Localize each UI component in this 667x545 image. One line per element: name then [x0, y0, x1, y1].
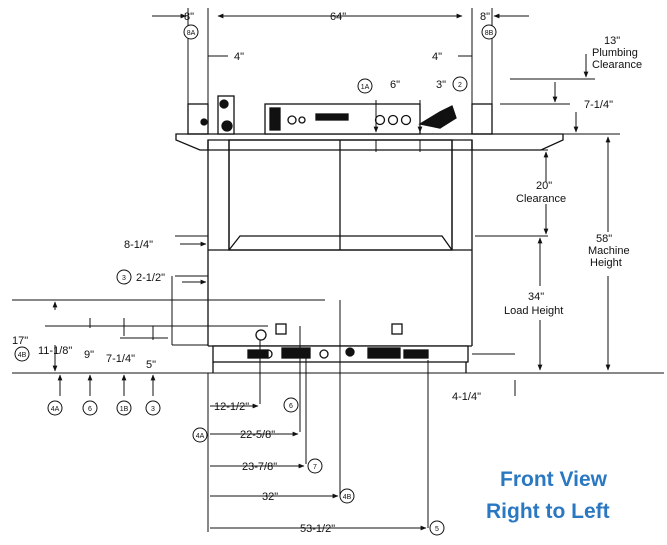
title-line-2: Right to Left [486, 500, 610, 523]
dim-machine-label-2: Height [590, 257, 622, 269]
dim-7-1-4: 7-1/4" [106, 353, 135, 365]
dim-1a: 6" [390, 79, 400, 91]
callout-6-bottom: 6 [289, 403, 293, 410]
callout-4a-bottom: 4A [196, 433, 205, 440]
dim-17: 17" [12, 335, 28, 347]
dim-clearance-label: Clearance [516, 193, 566, 205]
dim-plumbing-value: 13" [604, 35, 620, 47]
callout-1b: 1B [120, 406, 129, 413]
dim-plumbing-label-2: Clearance [592, 59, 642, 71]
callout-8a: 8A [187, 30, 196, 37]
callouts [14, 24, 497, 536]
dim-2: 3" [436, 79, 446, 91]
dim-foot: 4-1/4" [452, 391, 481, 403]
dim-hood: 7-1/4" [584, 99, 613, 111]
dim-53-1-2: 53-1/2" [300, 523, 335, 535]
dim-right-clearance: 8" [480, 11, 490, 23]
callout-4b-left: 4B [18, 352, 27, 359]
dim-2-1-2: 2-1/2" [136, 272, 165, 284]
title-line-1: Front View [500, 468, 608, 491]
dim-machine-value: 58" [596, 233, 612, 245]
dim-load-value: 34" [528, 291, 544, 303]
dim-23-7-8: 23-7/8" [242, 461, 277, 473]
machine-outline [175, 95, 564, 373]
callout-4b-bottom: 4B [343, 494, 352, 501]
dim-machine-label-1: Machine [588, 245, 630, 257]
dim-11-1-8: 11-1/8" [38, 345, 72, 357]
dim-5: 5" [146, 359, 156, 371]
dim-22-5-8: 22-5/8" [240, 429, 275, 441]
callout-1a: 1A [361, 84, 370, 91]
dim-8-1-4: 8-1/4" [124, 239, 153, 251]
dim-plumbing-label-1: Plumbing [592, 47, 638, 59]
dim-width: 64" [330, 11, 346, 23]
callout-3-upper: 3 [122, 275, 126, 282]
callout-8b: 8B [485, 30, 494, 37]
dim-clearance-value: 20" [536, 180, 552, 192]
callout-4a-left: 4A [51, 406, 60, 413]
callout-2: 2 [458, 82, 462, 89]
callout-labels: 8A 8B 1A 2 3 4B 4A 6 1B 3 6 4A 7 4B 5 [18, 30, 494, 533]
callout-6-left: 6 [88, 406, 92, 413]
dim-right-small: 4" [432, 51, 442, 63]
dimension-arrows [52, 13, 611, 531]
callout-5: 5 [435, 526, 439, 533]
dim-32: 32" [262, 491, 278, 503]
callout-3-lower: 3 [151, 406, 155, 413]
dim-9: 9" [84, 349, 94, 361]
dim-left-clearance: 8" [184, 11, 194, 23]
dim-left-small: 4" [234, 51, 244, 63]
callout-7: 7 [313, 464, 317, 471]
extension-lines [12, 8, 664, 532]
dimension-labels: 8" 64" 8" 4" 4" 13" Plumbing Clearance 7… [12, 11, 642, 535]
dim-load-label: Load Height [504, 305, 563, 317]
dim-12-1-2: 12-1/2" [214, 401, 249, 413]
